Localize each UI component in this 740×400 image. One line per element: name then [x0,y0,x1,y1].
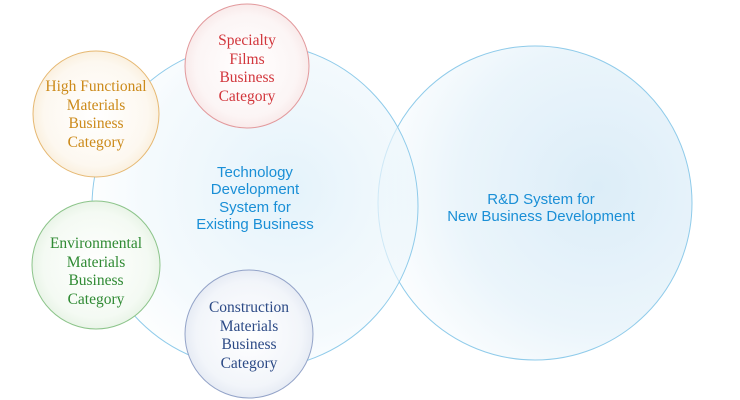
construction-circle [184,269,314,399]
environmental-label: Environmental Materials Business Categor… [49,235,143,308]
new-business-label: R&D System for New Business Development [447,191,635,226]
specialty-films-label: Specialty Films Business Category [218,32,276,105]
specialty-films-circle [184,3,310,129]
high-functional-circle [32,50,160,178]
environmental-circle [31,200,161,330]
existing-business-label: Technology Development System for Existi… [196,164,314,233]
construction-label: Construction Materials Business Category [208,299,290,372]
high-functional-label: High Functional Materials Business Categ… [45,78,147,151]
